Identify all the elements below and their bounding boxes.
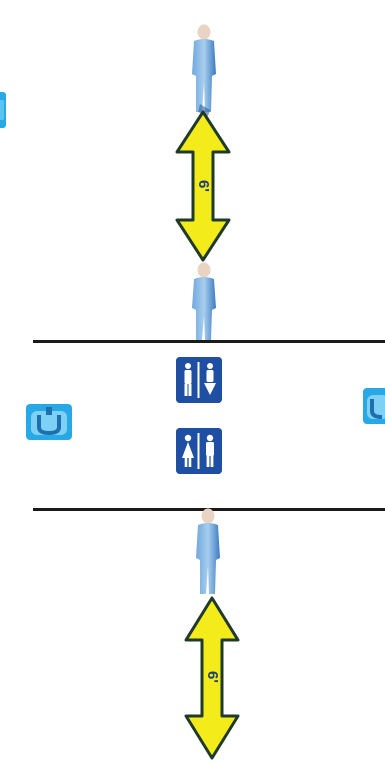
person-figure-top bbox=[186, 24, 222, 123]
person-figure-middle bbox=[186, 262, 222, 347]
distance-label-top: 6' bbox=[195, 180, 212, 192]
person-figure-bottom bbox=[190, 508, 226, 603]
sink-icon-partial-left bbox=[0, 92, 8, 135]
restroom-sign-icon bbox=[176, 357, 222, 403]
distance-arrow-bottom bbox=[183, 596, 241, 760]
man-woman-restroom-sign-icon bbox=[176, 428, 222, 474]
sink-icon-right-partial bbox=[362, 387, 385, 430]
distance-label-bottom: 6' bbox=[204, 671, 221, 683]
distance-arrow-top bbox=[174, 110, 232, 262]
sink-icon-left bbox=[25, 403, 73, 446]
boundary-line-top bbox=[33, 340, 385, 343]
